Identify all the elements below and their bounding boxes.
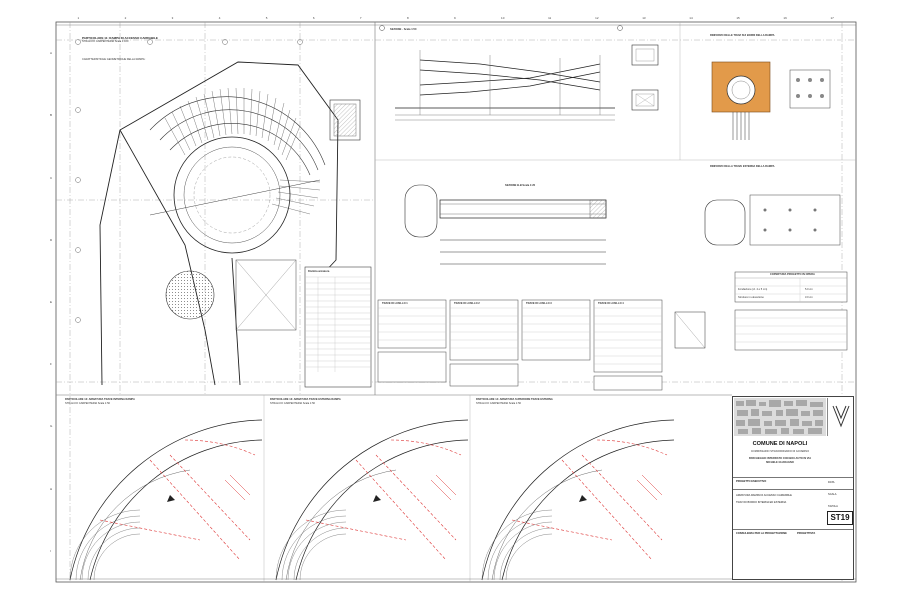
frame-row-letter: E bbox=[50, 300, 53, 304]
title-divider-2 bbox=[733, 489, 853, 490]
designer-label-2: PROGETTISTA bbox=[797, 532, 816, 535]
plan-note: CARATTERISTICHE GEOMETRICHE DELLA RAMPA: bbox=[82, 58, 146, 61]
covers-table-title: COPERTURA PROGETTO IN OPERA bbox=[770, 273, 815, 276]
frame-row-letter: A bbox=[50, 51, 53, 56]
date-label: DATA bbox=[828, 481, 835, 484]
section-title: SEZIONE - Scala 1:50 bbox=[390, 28, 417, 31]
frame-column-number: 3 bbox=[171, 16, 174, 20]
bottom-subtitle-2: STRALCIO CARPENTERIA Scala 1:50 bbox=[270, 402, 315, 405]
sheet-label: TAVOLA bbox=[828, 505, 838, 508]
bottom-subtitle-1: STRALCIO CARPENTERIA Scala 1:50 bbox=[65, 402, 110, 405]
title-subtitle-1: COMMISSARIO STRAORDINARIO DI GOVERNO bbox=[750, 450, 810, 453]
bottom-title-1: PARTICOLARE 12: ARMATURA TRAVE INTERNA R… bbox=[65, 398, 135, 401]
drawing-description-1: ARMATURA RAMPA DI ACCESSO CARRABILE bbox=[736, 494, 792, 497]
covers-row-2-label: Strutture in elevazione bbox=[738, 296, 764, 299]
frame-column-number: 4 bbox=[218, 16, 221, 20]
beam-title-1: RINFORZO DELLE TRAVI SUI BORDI DELLA RAM… bbox=[710, 34, 775, 37]
beam-title-2: RINFORZO DELLA TRAVE ESTERNA DELLA RAMPA bbox=[710, 165, 775, 168]
frame-column-number: 11 bbox=[548, 16, 552, 20]
title-block-logo-area bbox=[827, 398, 854, 436]
project-phase: PROGETTO ESECUTIVO bbox=[736, 480, 767, 483]
city-name: COMUNE DI NAPOLI bbox=[752, 441, 808, 447]
frame-column-number: 14 bbox=[689, 16, 693, 20]
frame-column-number: 17 bbox=[830, 16, 834, 20]
title-divider-1 bbox=[733, 477, 853, 478]
frame-column-number: 8 bbox=[406, 16, 409, 20]
scale-label: SCALA bbox=[828, 493, 837, 496]
title-divider-3 bbox=[733, 529, 853, 530]
sheet-code: ST19 bbox=[827, 511, 853, 525]
frame-row-letter: G bbox=[50, 424, 53, 429]
frame-row-letter: C bbox=[50, 175, 53, 180]
designer-label: CONSULENZA PER LA PROGETTAZIONE bbox=[736, 532, 787, 535]
main-table-title: Distinta armatura bbox=[308, 270, 330, 273]
bottom-subtitle-3: STRALCIO CARPENTERIA Scala 1:50 bbox=[476, 402, 521, 405]
location-map bbox=[734, 398, 826, 436]
bottom-title-2: PARTICOLARE 13: ARMATURA TRAVE ESTERNA R… bbox=[270, 398, 341, 401]
title-subtitle-2: PARCHEGGIO INTERRATO CON BOX AUTO IN VIA bbox=[748, 457, 812, 460]
beam-table-4-title: TRAVE DI LIVELLO 4 bbox=[598, 302, 624, 305]
frame-column-number: 10 bbox=[501, 16, 505, 20]
frame-column-number: 5 bbox=[265, 16, 268, 20]
frame-row-letter: B bbox=[50, 113, 53, 118]
frame-column-number: 15 bbox=[736, 16, 740, 20]
frame-column-number: 2 bbox=[124, 16, 127, 20]
title-subtitle-3: MICHELE GUADAGNO bbox=[766, 461, 794, 464]
frame-row-letter: F bbox=[50, 362, 52, 367]
beam-table-3-title: TRAVE DI LIVELLO 3 bbox=[526, 302, 552, 305]
detail-title: SEZIONE B-B Scala 1:20 bbox=[505, 184, 536, 187]
beam-table-2-title: TRAVE DI LIVELLO 2 bbox=[454, 302, 480, 305]
frame-column-number: 7 bbox=[359, 16, 362, 20]
frame-column-number: 13 bbox=[642, 16, 646, 20]
plan-title: PARTICOLARE 11: RAMPA DI ACCESSO CARRABI… bbox=[82, 36, 158, 40]
frame-row-letter: H bbox=[50, 486, 53, 491]
bottom-title-3: PARTICOLARE 14: ARMATURA SUPERIORE TRAVE… bbox=[476, 398, 553, 401]
covers-row-1-label: Fondazione (cl. 4 e 5 cm) bbox=[738, 288, 768, 291]
frame-column-number: 16 bbox=[783, 16, 787, 20]
covers-row-1-value: 5.0 cm bbox=[805, 288, 813, 291]
frame-row-letter: I bbox=[50, 548, 51, 553]
location-map-graphic bbox=[734, 398, 826, 436]
frame-column-number: 1 bbox=[77, 16, 80, 20]
frame-row-letter: D bbox=[50, 237, 53, 242]
drawing-description-2: TRAVI DI BORDO INTERNA ED ESTERNA bbox=[736, 501, 787, 504]
logo-icon bbox=[832, 405, 850, 428]
frame-column-number: 12 bbox=[595, 16, 599, 20]
beam-table-1-title: TRAVE DI LIVELLO 1 bbox=[382, 302, 408, 305]
frame-column-number: 6 bbox=[312, 16, 315, 20]
frame-column-number: 9 bbox=[454, 16, 456, 20]
plan-subtitle: STRALCIO CARPENTERIA Scala 1:100 bbox=[82, 40, 129, 43]
title-block: COMUNE DI NAPOLI COMMISSARIO STRAORDINAR… bbox=[732, 396, 854, 580]
covers-row-2-value: 3.0 cm bbox=[805, 296, 813, 299]
